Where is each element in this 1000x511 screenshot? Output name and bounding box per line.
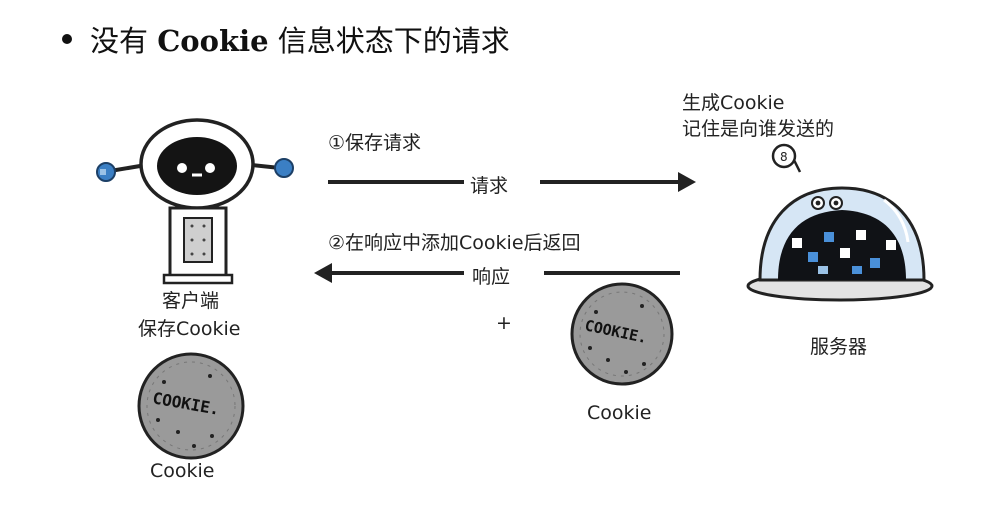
request-arrow [328, 172, 696, 192]
plus-sign: + [496, 312, 512, 334]
client-robot-icon [96, 118, 294, 285]
heading-text: 没有 Cookie 信息状态下的请求 [90, 24, 510, 58]
step2-label: ②在响应中添加Cookie后返回 [328, 232, 581, 254]
response-arrow [314, 263, 680, 283]
step1-label: ①保存请求 [328, 132, 422, 154]
svg-text:8: 8 [780, 150, 788, 164]
bullet-icon [62, 34, 72, 44]
server-cookie-icon: COOKIE. [570, 282, 674, 386]
cookie-diagram: COOKIE. COOKIE. 8 [92, 80, 944, 490]
server-robot-icon: 8 [746, 143, 934, 302]
server-note-line1: 生成Cookie [682, 92, 785, 114]
section-heading: 没有 Cookie 信息状态下的请求 [62, 14, 510, 64]
client-label: 客户端 [162, 290, 220, 312]
request-label: 请求 [470, 175, 509, 197]
client-cookie-label: Cookie [150, 460, 215, 482]
server-note-line2: 记住是向谁发送的 [682, 118, 835, 140]
server-label: 服务器 [810, 336, 868, 358]
server-cookie-label: Cookie [587, 402, 652, 424]
diagram-graphics: COOKIE. COOKIE. 8 [96, 118, 934, 460]
client-save-label: 保存Cookie [138, 318, 241, 340]
client-cookie-icon: COOKIE. [137, 352, 245, 460]
response-label: 响应 [472, 266, 511, 288]
